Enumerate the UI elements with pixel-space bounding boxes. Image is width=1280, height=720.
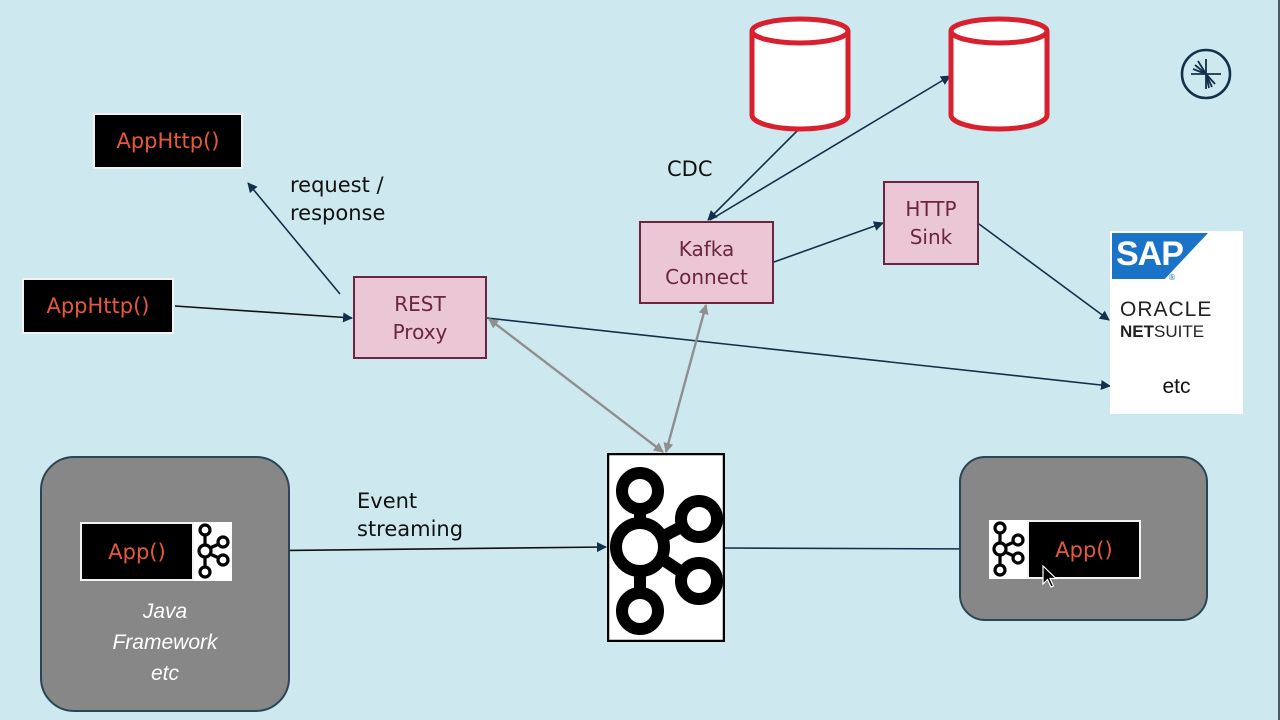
cdc-label: CDC xyxy=(667,157,713,181)
arrow-connect-kafka-bidirectional xyxy=(663,304,709,453)
arrow-apphttp-to-rest xyxy=(174,305,353,323)
confluent-logo-icon xyxy=(1180,48,1232,100)
arrow-rest-to-vendors xyxy=(486,317,1111,390)
producer-kafka-client-icon xyxy=(194,522,232,581)
apphttp-top-label: AppHttp() xyxy=(116,129,220,153)
vendors-etc-label: etc xyxy=(1162,375,1191,398)
consumer-kafka-client-icon xyxy=(989,520,1027,579)
apphttp-left-label: AppHttp() xyxy=(46,294,150,318)
arrow-rest-to-apphttp-top xyxy=(247,182,341,295)
arrow-connect-to-sink xyxy=(773,221,884,263)
apphttp-left-box: AppHttp() xyxy=(22,278,174,334)
arrow-db-to-connect-cdc xyxy=(707,129,799,221)
slide-edge xyxy=(1278,0,1280,720)
mouse-cursor-icon xyxy=(1042,565,1058,588)
source-database-icon xyxy=(749,16,851,132)
arrow-producer-to-kafka xyxy=(231,542,607,553)
kafka-cluster-icon xyxy=(607,453,725,642)
producer-caption: Java Framework etc xyxy=(112,600,218,685)
producer-app-container xyxy=(40,456,290,712)
kafka-connect-box: Kafka Connect xyxy=(639,221,774,304)
sap-logo: SAP xyxy=(1112,233,1208,279)
producer-app-box: App() xyxy=(80,522,194,581)
request-response-label: request / response xyxy=(290,173,386,225)
netsuite-logo-text: NETSUITE xyxy=(1120,322,1205,341)
arrow-rest-kafka-bidirectional xyxy=(488,318,664,453)
oracle-logo-text: ORACLE xyxy=(1120,298,1213,321)
vendors-panel: SAP ® ORACLE NETSUITE etc xyxy=(1110,231,1243,414)
event-streaming-label: Event streaming xyxy=(357,489,464,541)
http-sink-box: HTTP Sink xyxy=(883,181,979,265)
arrow-sink-to-vendors xyxy=(978,223,1110,321)
target-database-icon xyxy=(948,16,1050,132)
arrow-connect-to-db xyxy=(709,75,951,221)
apphttp-top-box: AppHttp() xyxy=(93,113,243,169)
arrow-kafka-to-consumer xyxy=(724,543,989,554)
producer-app-label: App() xyxy=(108,539,166,564)
registered-mark: ® xyxy=(1168,273,1176,282)
consumer-app-label: App() xyxy=(1055,537,1113,562)
rest-proxy-box: REST Proxy xyxy=(353,276,487,359)
